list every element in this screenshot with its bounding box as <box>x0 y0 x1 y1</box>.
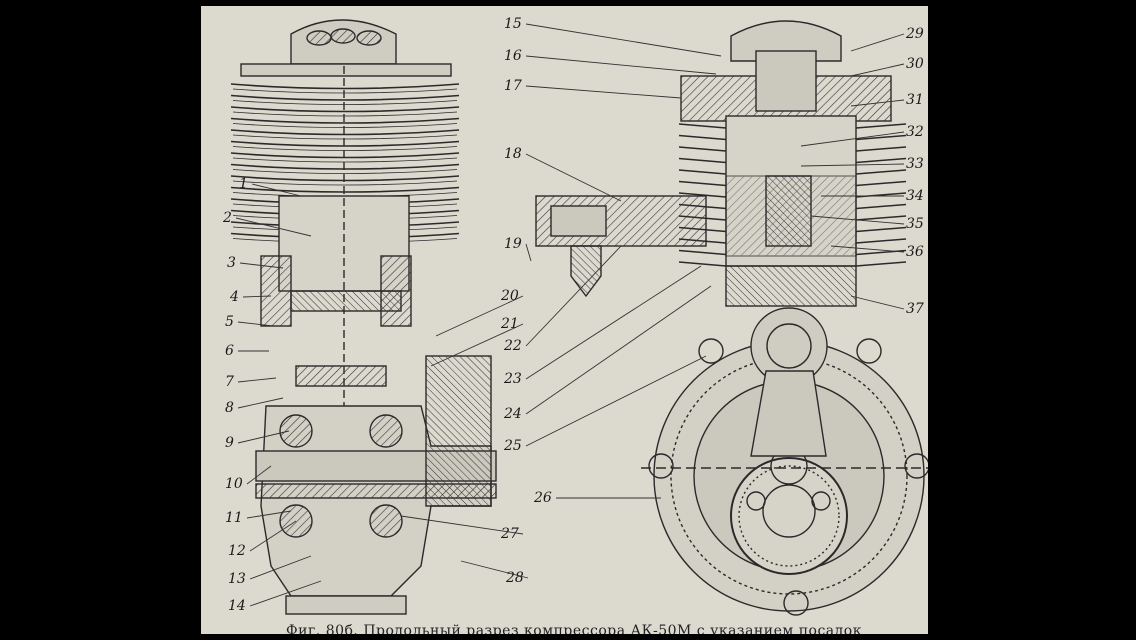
leader-9 <box>237 430 290 444</box>
callout-24: 24 <box>504 406 522 422</box>
leader-31 <box>850 99 905 107</box>
callout-4: 4 <box>230 289 239 305</box>
leader-5 <box>237 321 274 327</box>
callout-27: 27 <box>501 526 519 542</box>
leader-25 <box>525 355 707 447</box>
leader-32 <box>800 131 905 147</box>
leader-10 <box>246 465 272 485</box>
callout-31: 31 <box>906 92 924 108</box>
callout-37: 37 <box>906 301 924 317</box>
callout-33: 33 <box>906 156 924 172</box>
leader-18 <box>525 153 622 202</box>
leader-24 <box>525 285 712 415</box>
leader-36 <box>830 245 905 253</box>
leader-3 <box>239 262 284 269</box>
callout-15: 15 <box>504 16 522 32</box>
leader-28 <box>460 560 529 579</box>
leader-33 <box>800 163 905 167</box>
callout-34: 34 <box>906 188 924 204</box>
callout-3: 3 <box>227 255 236 271</box>
leader-2 <box>235 217 312 237</box>
callout-21: 21 <box>501 316 519 332</box>
leader-4 <box>242 295 272 298</box>
left-section-view <box>230 19 497 615</box>
callout-14: 14 <box>228 598 246 614</box>
callout-6: 6 <box>225 343 234 359</box>
callout-22: 22 <box>504 338 522 354</box>
leader-17 <box>525 85 682 99</box>
callout-11: 11 <box>225 510 243 526</box>
callout-35: 35 <box>906 216 924 232</box>
callout-30: 30 <box>906 56 924 72</box>
callout-32: 32 <box>906 124 924 140</box>
leader-1 <box>251 183 302 197</box>
leader-13 <box>249 555 312 580</box>
callout-19: 19 <box>504 236 522 252</box>
callout-36: 36 <box>906 244 924 260</box>
leader-21 <box>430 323 524 367</box>
callout-1: 1 <box>239 176 248 192</box>
callout-26: 26 <box>534 490 552 506</box>
leader-14 <box>249 580 322 607</box>
leader-7 <box>237 377 277 383</box>
callout-2: 2 <box>223 210 232 226</box>
leader-27 <box>400 515 524 535</box>
callout-9: 9 <box>225 435 234 451</box>
callout-8: 8 <box>225 400 234 416</box>
leader-lines <box>235 23 905 607</box>
leader-8 <box>237 397 284 409</box>
leader-15 <box>525 23 722 57</box>
right-section-view <box>535 20 928 616</box>
callout-16: 16 <box>504 48 522 64</box>
leader-37 <box>850 295 905 310</box>
leader-12 <box>249 520 297 552</box>
callout-25: 25 <box>504 438 522 454</box>
leader-19 <box>525 243 532 262</box>
leader-23 <box>525 265 702 380</box>
leader-11 <box>246 510 292 519</box>
callout-5: 5 <box>225 314 234 330</box>
callout-12: 12 <box>228 543 246 559</box>
compressor-cross-section <box>230 19 928 616</box>
leader-22 <box>525 245 622 347</box>
callout-18: 18 <box>504 146 522 162</box>
callout-17: 17 <box>504 78 522 94</box>
leader-20 <box>435 295 524 337</box>
leader-30 <box>850 63 905 77</box>
callout-20: 20 <box>501 288 519 304</box>
callout-13: 13 <box>228 571 246 587</box>
callout-29: 29 <box>906 26 924 42</box>
leader-16 <box>525 55 717 75</box>
figure-caption: Фиг. 80б. Продольный разрез компрессора … <box>286 623 862 634</box>
leader-35 <box>810 215 905 225</box>
callout-10: 10 <box>225 476 243 492</box>
callout-23: 23 <box>504 371 522 387</box>
callout-7: 7 <box>225 374 234 390</box>
leader-29 <box>850 33 905 52</box>
callout-28: 28 <box>506 570 524 586</box>
